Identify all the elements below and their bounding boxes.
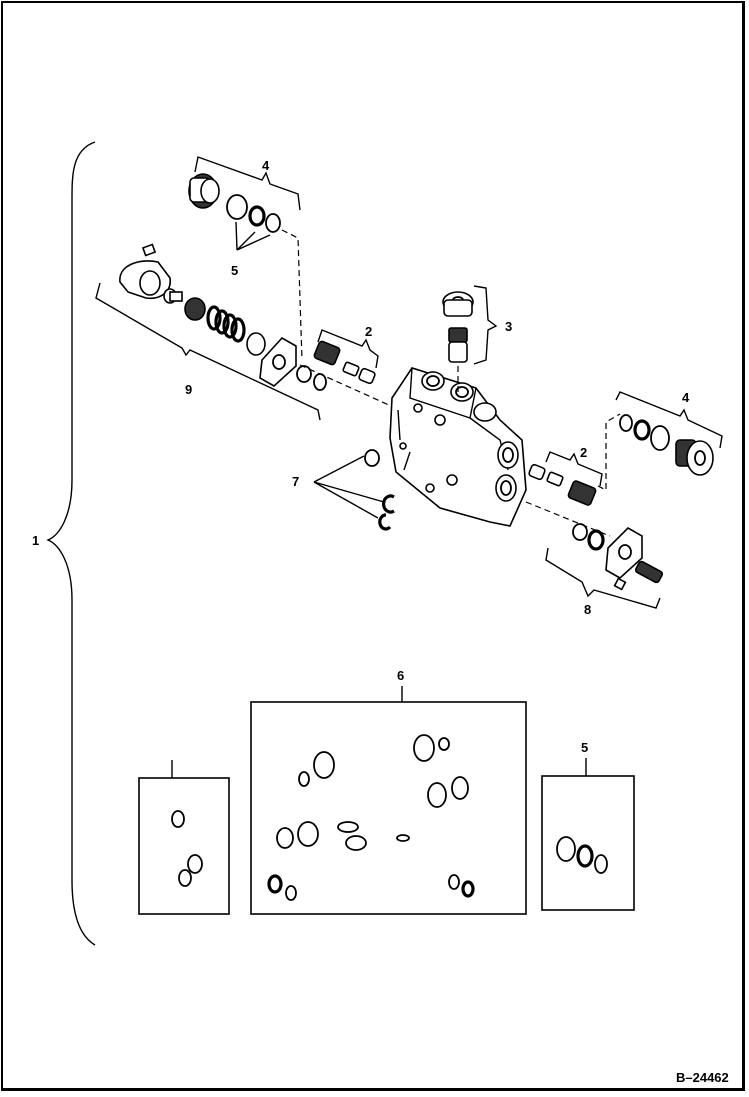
seal-9c [296,365,312,383]
kit6-ring-8 [297,821,319,847]
kit6-ring-11 [396,834,410,842]
dashed-line-4-right [597,413,621,491]
kit6-ring-15 [461,880,475,898]
kit6-ring-1 [313,751,335,779]
valve-section-body [389,367,527,527]
gasket-plate-8 [605,527,643,579]
spring [206,305,246,343]
kit6-ring-7 [276,827,294,849]
kit-left-ring-2 [187,854,203,874]
bracket-2-left [317,329,379,369]
plunger [163,288,183,304]
gasket-plate-9 [259,336,297,387]
leader-7 [313,455,385,519]
kit5-ring-1 [556,836,576,862]
callout-9: 9 [185,382,192,397]
seal-8a [572,523,588,541]
seal-9b [246,332,266,356]
gasket-hole-9 [272,354,286,370]
kit6-ring-2 [298,771,310,787]
kit6-ring-5 [427,782,447,808]
kit5-ring-3 [594,854,608,874]
kit6-ring-14 [448,874,460,890]
bracket-2-right [545,451,603,487]
o-ring-7a [364,449,380,467]
seal-9d [313,373,327,391]
seal-kit-box-left [138,777,230,915]
callout-2-right: 2 [580,445,587,460]
bracket-3 [473,285,498,365]
seal-9a [184,297,206,321]
seal-ring-4b [248,205,266,227]
plug-8 [613,560,664,591]
callout-4-right: 4 [682,390,690,405]
callout-6: 6 [397,668,404,683]
bracket-4-upper [194,156,301,211]
kit6-ring-13 [285,885,297,901]
drawing-code: B–24462 [676,1070,729,1085]
o-ring-7c [378,513,392,531]
seal-ring-4f [650,425,670,451]
kit-left-ring-1 [171,810,185,828]
bracket-4-right [615,391,723,449]
seal-ring-4a [226,194,248,220]
gasket-hole-8 [618,544,632,560]
dashed-line-4 [281,229,303,361]
callout-8: 8 [584,602,591,617]
callout-5-lower: 5 [581,740,588,755]
relief-valve-cartridge-upper [188,173,220,209]
bracket-8 [545,547,661,609]
kit6-ring-12 [267,874,283,894]
check-valve-left [313,340,376,385]
brace-item-1 [46,141,96,946]
callout-7: 7 [292,474,299,489]
seal-8b [587,529,605,551]
o-ring-7b [382,494,395,514]
relief-valve-cartridge-right [675,439,714,476]
seal-kit-box-5 [541,775,635,911]
seal-kit-box-6 [250,701,527,915]
kit5-ring-2 [576,844,594,868]
callout-1: 1 [32,533,39,548]
leader-5-upper [235,221,271,251]
dashed-line-2-left [299,364,401,411]
callout-2-left: 2 [365,324,372,339]
seal-ring-4d [619,414,633,432]
kit6-ring-3 [413,734,435,762]
port-cover-cap [119,243,171,300]
seal-ring-4e [633,419,651,441]
callout-5-upper: 5 [231,263,238,278]
seal-ring-4c [265,213,281,233]
cartridge-3 [442,291,474,363]
kit6-ring-4 [438,737,450,751]
callout-3: 3 [505,319,512,334]
kit-left-ring-3 [178,869,192,887]
check-valve-right [528,463,597,506]
kit6-ring-10 [345,835,367,851]
kit6-ring-6 [451,776,469,800]
kit6-ring-9 [337,821,359,833]
callout-4-upper: 4 [262,158,270,173]
bracket-9 [95,282,321,421]
